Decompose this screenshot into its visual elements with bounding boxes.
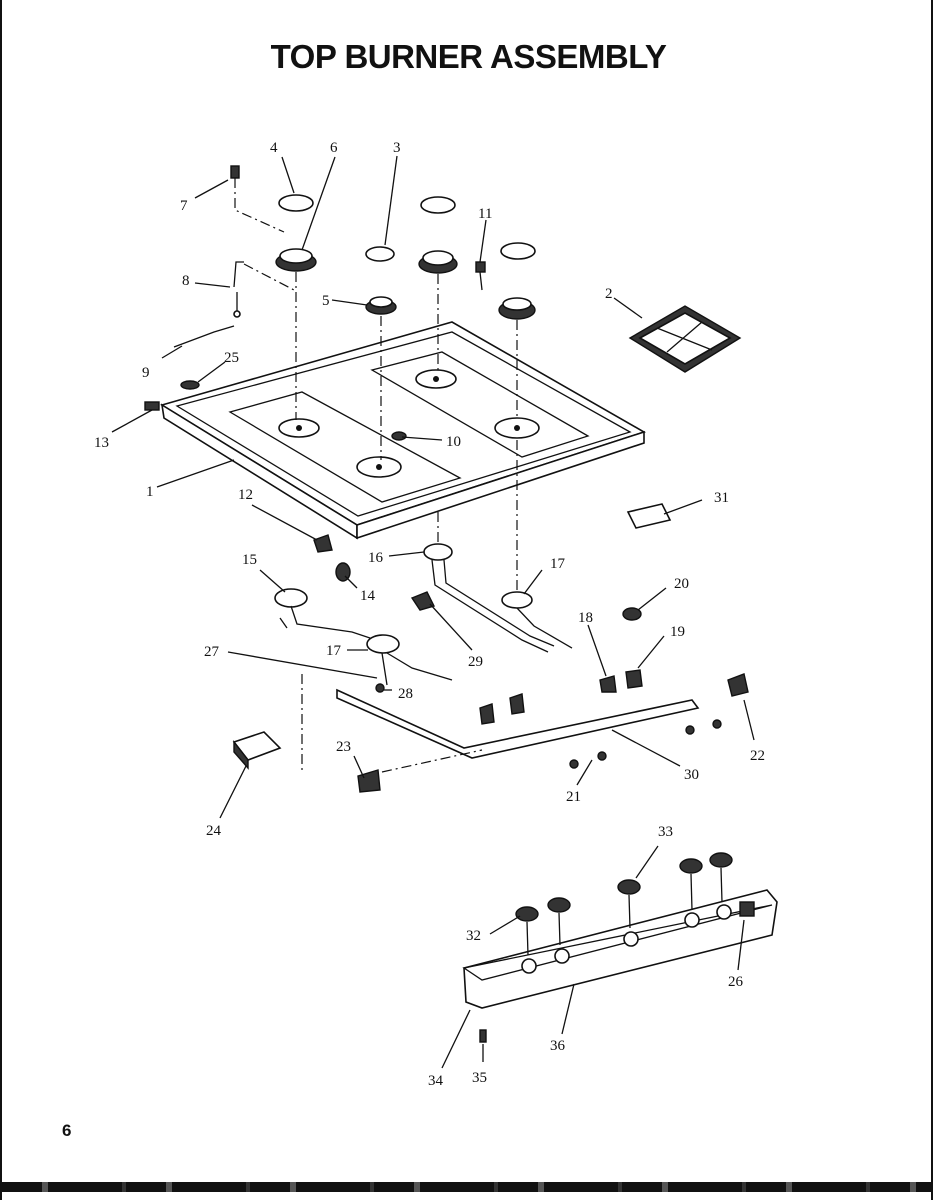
callout-numbers: 1 2 3 4 5 6 7 8 9 10 11 12 13 14 15 16 1… [94, 140, 765, 1089]
callout-13: 13 [94, 435, 109, 451]
callout-34: 34 [428, 1073, 444, 1089]
callout-9: 9 [142, 365, 150, 381]
callout-14: 14 [360, 588, 376, 604]
callout-28: 28 [398, 686, 413, 702]
callout-26: 26 [728, 974, 744, 990]
callout-leader-lines [111, 155, 755, 1069]
callout-15: 15 [242, 552, 257, 568]
page-number: 6 [62, 1121, 72, 1140]
callout-3: 3 [393, 140, 401, 156]
burner-tubes-and-manifold [232, 440, 749, 793]
callout-35: 35 [472, 1070, 487, 1086]
bottom-scan-border [2, 1182, 933, 1192]
callout-21: 21 [566, 789, 581, 805]
callout-5: 5 [322, 293, 330, 309]
callout-11: 11 [478, 206, 492, 222]
callout-8: 8 [182, 273, 190, 289]
cooktop-main-top [160, 321, 646, 540]
callout-4: 4 [270, 140, 278, 156]
callout-6: 6 [330, 140, 338, 156]
callout-20: 20 [674, 576, 689, 592]
callout-24: 24 [206, 823, 222, 839]
callout-22: 22 [750, 748, 765, 764]
callout-23: 23 [336, 739, 351, 755]
callout-31: 31 [714, 490, 729, 506]
callout-19: 19 [670, 624, 685, 640]
callout-29: 29 [468, 654, 483, 670]
control-panel [462, 852, 778, 1043]
callout-16: 16 [368, 550, 384, 566]
burner-grate [628, 305, 742, 373]
callout-33: 33 [658, 824, 673, 840]
callout-12: 12 [238, 487, 253, 503]
diagram-title: TOP BURNER ASSEMBLY [270, 38, 667, 75]
callout-36: 36 [550, 1038, 566, 1054]
callout-27: 27 [204, 644, 220, 660]
callout-1: 1 [146, 484, 154, 500]
callout-32: 32 [466, 928, 481, 944]
callout-30: 30 [684, 767, 699, 783]
callout-10: 10 [446, 434, 461, 450]
callout-7: 7 [180, 198, 188, 214]
callout-17a: 17 [550, 556, 566, 572]
callout-17b: 17 [326, 643, 342, 659]
callout-25: 25 [224, 350, 239, 366]
callout-2: 2 [605, 286, 613, 302]
callout-18: 18 [578, 610, 593, 626]
burner-caps-and-heads [144, 165, 536, 460]
